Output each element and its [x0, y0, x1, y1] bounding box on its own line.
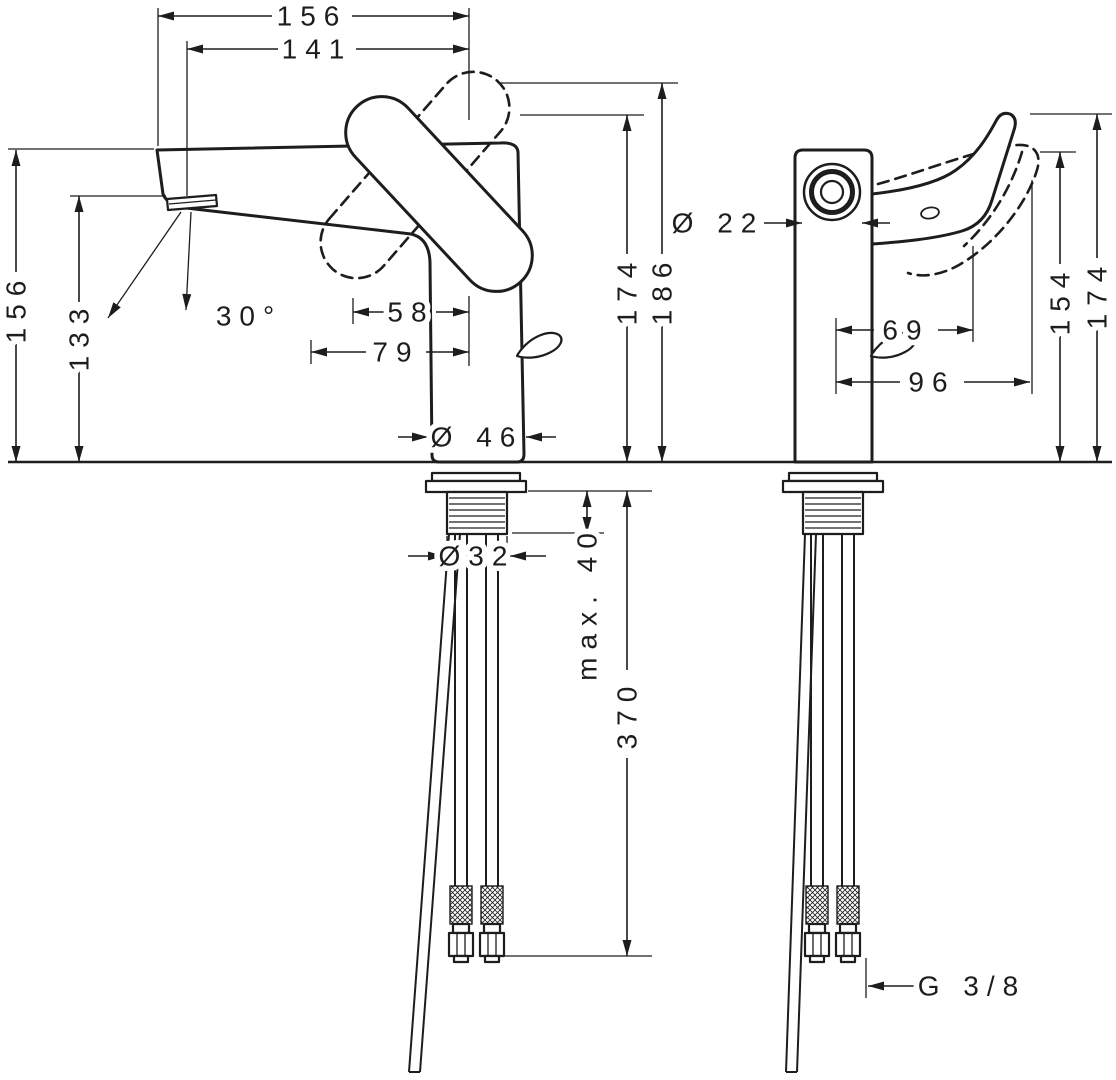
aerator-front	[802, 162, 862, 222]
dim-label-height-to-outlet: 133	[64, 301, 95, 372]
threaded-shank	[801, 490, 865, 536]
hose-connectors	[447, 885, 506, 964]
front-view: Ø 22 69 96 154 174 G 3/8	[666, 111, 1116, 1073]
handle-button	[920, 206, 940, 220]
dim-label-spout-reach: 141	[282, 34, 353, 65]
dim-label-supply-thread: G 3/8	[918, 971, 1026, 1002]
popup-rod-lever-front	[869, 331, 917, 359]
braided-hose-end	[449, 885, 473, 925]
front-view-witness-lines	[835, 113, 1112, 998]
dim-label-spray-angle: 30°	[216, 301, 282, 332]
side-view: 156 141 156 133 30° 58 79 Ø 46 174 186 Ø…	[0, 0, 683, 1073]
threaded-shank	[445, 490, 509, 536]
hex-nut	[478, 931, 506, 958]
lever-handle	[344, 95, 534, 293]
mounting-plate	[781, 479, 885, 494]
dim-label-height-total: 174	[1082, 259, 1113, 330]
dim-label-aerator-diameter: Ø 22	[672, 208, 765, 239]
faucet-body-front	[793, 148, 874, 464]
dim-label-handle-reach: 79	[372, 337, 419, 368]
braided-hose-end	[480, 885, 504, 925]
dim-label-height-handle-raised: 186	[647, 255, 678, 326]
popup-rod-lever	[515, 331, 563, 359]
thread-hatching	[805, 497, 861, 529]
handle-front	[870, 111, 1017, 246]
side-view-installation	[408, 471, 528, 1073]
dim-label-base-diameter: Ø 46	[431, 422, 524, 453]
thread-hatching	[449, 497, 505, 529]
base-gasket	[430, 471, 522, 483]
front-view-dimension-lines	[764, 114, 1102, 991]
side-view-dimension-lines	[11, 11, 667, 956]
spray-line-angled	[107, 211, 182, 319]
dim-label-handle-depth: 58	[387, 297, 434, 328]
dim-label-handle-offset: 69	[882, 315, 929, 346]
dim-label-width-total: 156	[277, 1, 348, 32]
dim-label-hose-length: 370	[612, 679, 643, 750]
dim-label-counter-thickness: max. 40	[572, 525, 603, 681]
hex-nut	[803, 931, 831, 958]
mounting-plate	[424, 479, 528, 494]
braided-hose-end	[805, 885, 829, 925]
spray-line-vertical	[182, 211, 192, 311]
dim-label-shank-diameter: Ø32	[439, 541, 516, 572]
front-view-installation	[781, 471, 885, 1073]
supply-hoses	[408, 533, 499, 1073]
front-view-dimension-labels: Ø 22 69 96 154 174 G 3/8	[666, 202, 1116, 1007]
hex-nut	[834, 931, 862, 958]
dim-label-height-handle-side: 154	[1045, 265, 1076, 336]
dim-label-height-handle: 174	[612, 255, 643, 326]
braided-hose-end	[836, 885, 860, 925]
base-gasket	[787, 471, 879, 483]
dim-label-handle-swing-width: 96	[908, 367, 955, 398]
side-view-dimension-labels: 156 141 156 133 30° 58 79 Ø 46 174 186 Ø…	[0, 0, 683, 755]
aerator-detail-line	[168, 199, 217, 205]
dim-label-height-to-spout: 156	[1, 273, 32, 344]
handle-swung-dashed	[876, 143, 1040, 277]
hose-connectors	[803, 885, 862, 964]
supply-hoses	[785, 533, 855, 1073]
hex-nut	[447, 931, 475, 958]
